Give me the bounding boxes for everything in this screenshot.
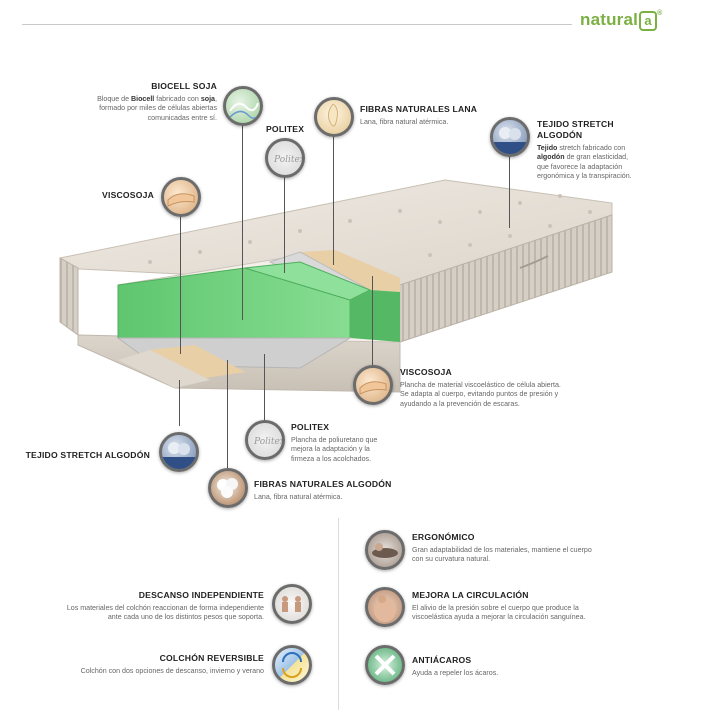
circulacion-desc: El alivio de la presión sobre el cuerpo … — [412, 604, 586, 622]
leader-viscosoja-left — [180, 212, 181, 354]
ergonomico-title: ERGONÓMICO — [412, 532, 475, 542]
knit-fabric-icon — [490, 117, 530, 157]
cotton-icon — [208, 468, 248, 508]
svg-text:Politex: Politex — [253, 437, 282, 447]
tejido-left-title: TEJIDO STRETCH ALGODÓN — [25, 450, 150, 460]
algodon-title: FIBRAS NATURALES ALGODÓN — [254, 479, 392, 489]
antiacaros-desc: Ayuda a repeler los ácaros. — [412, 669, 499, 677]
fabric-pad-icon: Politex — [245, 420, 285, 460]
lana-title: FIBRAS NATURALES LANA — [360, 104, 478, 114]
biocell-title: BIOCELL SOJA — [151, 81, 217, 91]
wool-icon — [314, 97, 354, 137]
ergonomico-desc: Gran adaptabilidad de los materiales, ma… — [412, 546, 592, 564]
biocell-desc: Bloque de Biocell fabricado con soja, fo… — [97, 95, 217, 122]
descanso-title: DESCANSO INDEPENDIENTE — [138, 590, 264, 600]
algodon-desc: Lana, fibra natural atérmica. — [254, 493, 343, 501]
mite-cross-icon — [365, 645, 405, 685]
leader-politex-bottom — [264, 354, 265, 422]
leader-politex-top — [284, 175, 285, 273]
svg-text:Politex: Politex — [273, 155, 302, 165]
politex-bottom-title: POLITEX — [291, 422, 330, 432]
leader-viscosoja-right — [372, 276, 373, 366]
hand-press-icon — [161, 177, 201, 217]
tejido-top-desc: Tejido stretch fabricado con algodón de … — [537, 144, 632, 180]
politex-top-title: POLITEX — [266, 124, 305, 134]
sleeper-icon — [272, 584, 312, 624]
descanso-desc: Los materiales del colchón reaccionan de… — [66, 604, 264, 622]
header-rule — [22, 24, 572, 25]
lana-desc: Lana, fibra natural atérmica. — [360, 118, 449, 126]
leader-lana — [333, 135, 334, 265]
benefits-divider — [338, 518, 339, 710]
fabric-pad-icon: Politex — [265, 138, 305, 178]
leader-tejido-top — [509, 155, 510, 228]
leader-algodon — [227, 360, 228, 468]
spine-pillow-icon — [365, 530, 405, 570]
politex-bottom-desc: Plancha de poliuretano que mejora la ada… — [291, 436, 378, 463]
hand-press-icon — [353, 365, 393, 405]
reversible-icon — [272, 645, 312, 685]
reversible-desc: Colchón con dos opciones de descanso, in… — [80, 667, 264, 675]
reversible-title: COLCHÓN REVERSIBLE — [159, 653, 264, 663]
viscosoja-left-title: VISCOSOJA — [102, 190, 154, 200]
knit-fabric-icon — [159, 432, 199, 472]
foam-swirl-icon — [223, 86, 263, 126]
viscosoja-right-title: VISCOSOJA — [400, 367, 452, 377]
viscosoja-right-desc: Plancha de material viscoelástico de cél… — [400, 381, 561, 408]
circulacion-title: MEJORA LA CIRCULACIÓN — [412, 590, 529, 600]
leader-biocell — [242, 122, 243, 320]
back-massage-icon — [365, 587, 405, 627]
leader-tejido-left — [179, 380, 180, 426]
antiacaros-title: ANTIÁCAROS — [412, 655, 472, 665]
